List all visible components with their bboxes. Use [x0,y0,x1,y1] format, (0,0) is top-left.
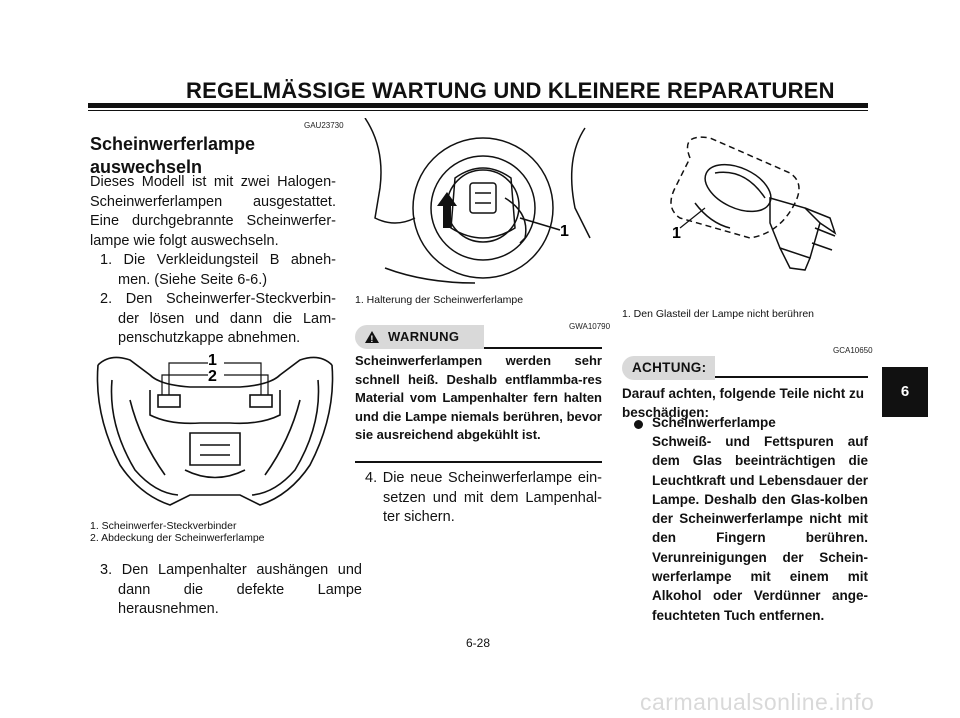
caption-1: 1. Scheinwerfer-Steckverbinder [90,520,237,532]
fig-label-2: 2 [208,368,217,385]
notice-label-box [622,356,715,380]
bullet-title: Scheinwerferlampe [652,415,776,430]
step-4: 4. Die neue Scheinwerferlampe ein-setzen… [365,470,602,525]
warning-label-box [355,325,484,349]
notice-intro: Darauf achten, folgende Teile nicht zu b… [622,386,865,421]
page-number: 6-28 [466,636,491,650]
step-3: 3. Den Lampenhalter aushängen und dann d… [100,562,362,617]
fig-label-bulb: 1 [672,225,681,242]
caption-2: 2. Abdeckung der Scheinwerferlampe [90,532,265,544]
notice-top-rule [715,376,868,378]
step-1: 1. Die Verkleidungsteil B abneh-men. (Si… [100,252,336,288]
header-rule-thin [88,110,868,111]
notice-label: ACHTUNG: [632,360,707,375]
headlight-fairing-illustration: 1 2 [96,352,334,506]
warning-label: WARNUNG [388,329,460,344]
notice-code: GCA10650 [833,346,873,355]
warning-icon: ! [365,331,379,344]
chapter-tab: 6 [882,367,928,417]
lamp-holder-illustration: 1 [364,118,591,284]
warning-bottom-rule [355,461,602,463]
section-code: GAU23730 [304,121,344,130]
intro-paragraph: Dieses Modell ist mit zwei Halogen-Schei… [90,174,336,249]
caption-holder: 1. Halterung der Scheinwerferlampe [355,294,524,306]
halogen-bulb-illustration: 1 [670,136,837,271]
svg-text:!: ! [370,334,373,344]
warning-text: Scheinwerferlampen werden sehr schnell h… [355,353,602,442]
page-header-title: REGELMÄSSIGE WARTUNG UND KLEINERE REPARA… [186,78,835,103]
step-2: 2. Den Scheinwerfer-Steckverbin-der löse… [100,291,336,346]
bullet-dot-icon [634,420,643,429]
fig-label-1: 1 [208,352,217,369]
section-heading: Scheinwerferlampe auswechseln [90,134,256,177]
bullet-text: Schweiß- und Fettspuren auf dem Glas bee… [652,434,868,623]
warning-top-rule [484,347,602,349]
caption-bulb: 1. Den Glasteil der Lampe nicht berühren [622,308,815,320]
fig-label-holder: 1 [560,223,569,240]
watermark-text: carmanualsonline.info [640,689,875,715]
warning-code: GWA10790 [569,322,611,331]
header-rule [88,103,868,108]
